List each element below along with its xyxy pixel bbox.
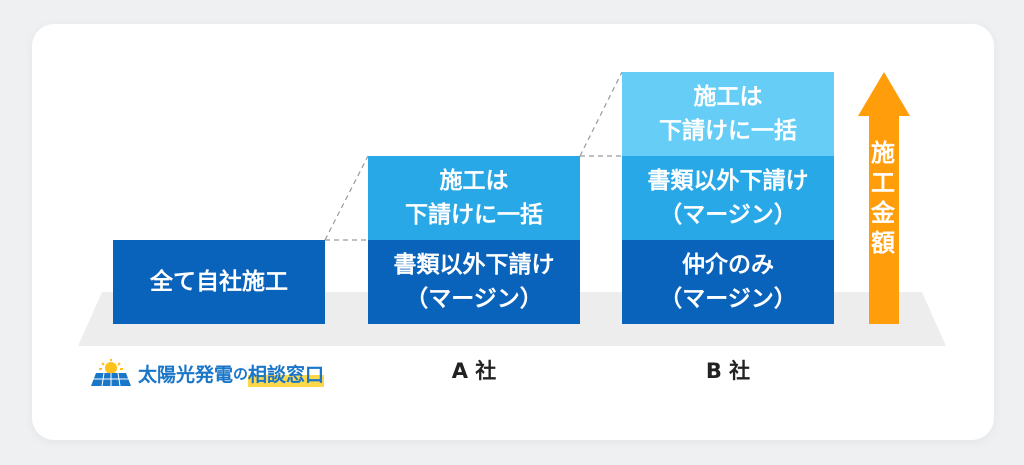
logo-text-no: の: [233, 364, 249, 383]
connector-self-a: [324, 155, 369, 241]
block-a-documents-line-2: （マージン）: [405, 286, 543, 312]
block-b-construction-line-1: 施工は: [693, 84, 763, 110]
block-b-brokerage-line-2: （マージン）: [659, 286, 797, 312]
cost-arrow: [858, 72, 910, 324]
block-a-documents: 書類以外下請け （マージン）: [368, 240, 580, 324]
block-b-documents-line-2: （マージン）: [659, 202, 797, 228]
label-company-b: B 社: [705, 359, 751, 383]
block-a-construction-line-1: 施工は: [439, 168, 509, 194]
logo: 太陽光発電 の 相談窓口: [90, 358, 325, 388]
cost-arrow-label: 施 工 金 額: [858, 138, 908, 258]
cost-arrow-char: 工: [871, 169, 895, 197]
block-b-brokerage-line-1: 仲介のみ: [682, 252, 774, 278]
block-b-documents: 書類以外下請け （マージン）: [622, 156, 834, 240]
label-company-a: A 社: [451, 359, 497, 383]
block-a-construction-line-2: 下請けに一括: [405, 202, 543, 228]
block-a-construction: 施工は 下請けに一括: [368, 156, 580, 240]
solar-panel-icon: [91, 359, 131, 387]
block-b-brokerage: 仲介のみ （マージン）: [622, 240, 834, 324]
block-a-documents-line-1: 書類以外下請け: [393, 252, 555, 278]
block-b-documents-line-1: 書類以外下請け: [647, 168, 809, 194]
cost-arrow-char: 施: [871, 139, 895, 167]
block-self-all-line-1: 全て自社施工: [150, 269, 288, 295]
cost-arrow-char: 額: [871, 229, 895, 257]
connector-a-b: [579, 71, 623, 157]
block-b-construction-line-2: 下請けに一括: [659, 118, 797, 144]
block-self-all: 全て自社施工: [113, 240, 325, 324]
logo-text-main: 太陽光発電: [138, 363, 234, 386]
logo-text-sub: 相談窓口: [248, 359, 325, 387]
block-b-construction: 施工は 下請けに一括: [622, 72, 834, 156]
cost-arrow-char: 金: [871, 199, 895, 227]
